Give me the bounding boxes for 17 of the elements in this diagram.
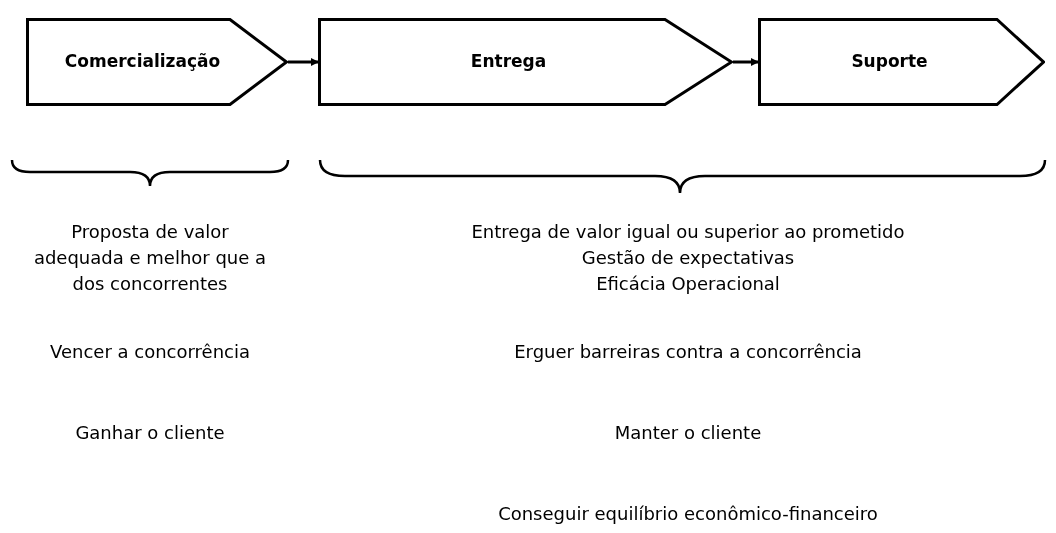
description-text: Eficácia Operacional	[595, 272, 781, 296]
process-arrow-box	[318, 18, 733, 106]
description-text: Ganhar o cliente	[74, 421, 226, 445]
arrow	[288, 58, 319, 66]
description-text: Erguer barreiras contra a concorrência	[513, 340, 863, 364]
description-text: Entrega de valor igual ou superior ao prometido	[470, 220, 906, 244]
description-text: Gestão de expectativas	[580, 246, 796, 270]
description-text: Conseguir equilíbrio econômico-financeiro	[497, 502, 879, 526]
description-text: Manter o cliente	[613, 421, 763, 445]
stage-label: Entrega	[470, 50, 547, 74]
stage-label: Suporte	[851, 50, 928, 74]
description-text: Vencer a concorrência	[49, 340, 251, 364]
process-arrow-box	[758, 18, 1045, 106]
description-text: Proposta de valor adequada e melhor que a dos concorrentes	[32, 220, 268, 296]
arrow	[733, 58, 759, 66]
process-arrow-box	[26, 18, 288, 106]
stage-label: Comercialização	[64, 50, 221, 74]
